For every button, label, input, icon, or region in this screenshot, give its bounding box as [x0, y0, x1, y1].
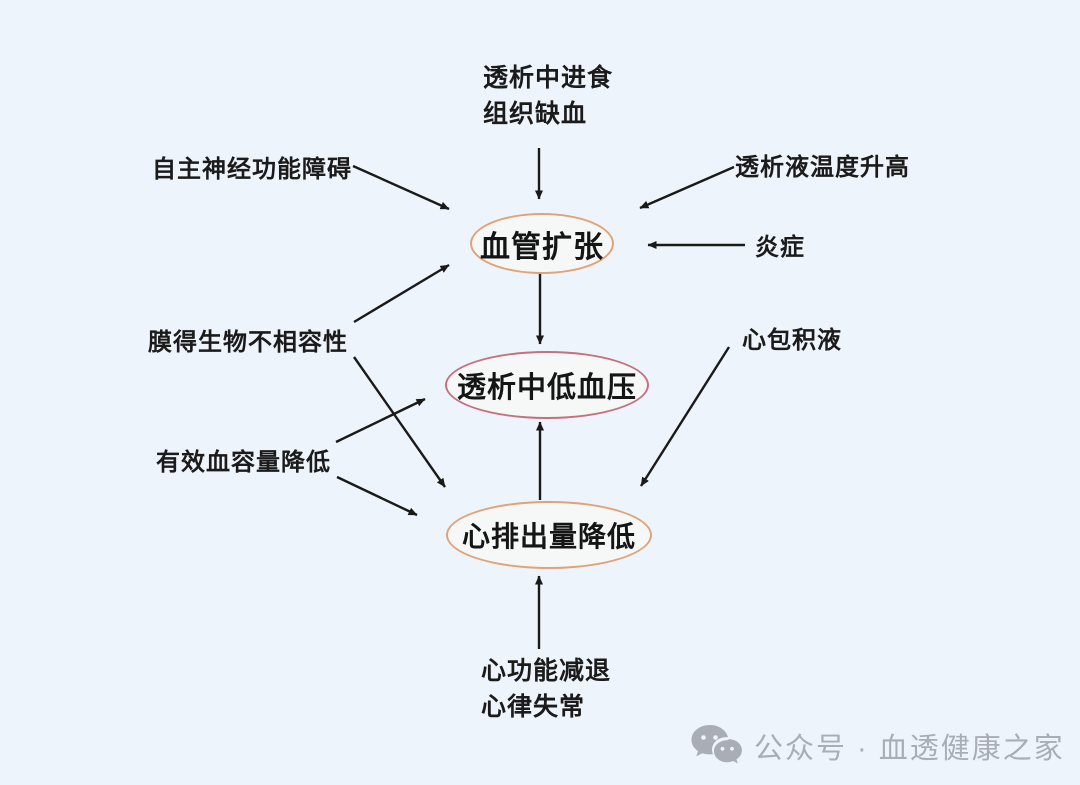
- node-blood-volume-decrease: 有效血容量降低: [156, 449, 331, 476]
- node-autonomic-dysfunction: 自主神经功能障碍: [152, 156, 352, 183]
- arrow-blood-volume-to-cardiac-output: [336, 475, 418, 517]
- node-cardiac-line2: 心律失常: [481, 693, 586, 722]
- watermark: 公众号 · 血透健康之家: [690, 723, 1065, 769]
- arrow-pericardial-to-cardiac-output: [639, 346, 731, 487]
- arrow-dialysate-temp-to-vasodilation: [639, 165, 735, 210]
- node-vasodilation: 血管扩张: [470, 213, 614, 274]
- node-eating-line1: 透析中进食: [483, 64, 614, 92]
- node-eating-ischemia: 透析中进食 组织缺血: [483, 60, 613, 133]
- node-hypotension: 透析中低血压: [445, 351, 649, 419]
- node-inflammation: 炎症: [755, 234, 805, 261]
- arrow-membrane-to-cardiac-output: [353, 356, 446, 488]
- node-pericardial-effusion: 心包积液: [742, 327, 842, 354]
- arrow-membrane-to-vasodilation: [353, 263, 450, 324]
- node-membrane-incompatibility: 膜得生物不相容性: [148, 329, 348, 356]
- node-cardiac-line1: 心功能减退: [481, 657, 612, 685]
- wechat-icon: [691, 725, 742, 764]
- arrow-blood-volume-to-hypotension: [335, 397, 426, 444]
- node-cardiac-output: 心排出量降低: [446, 501, 652, 569]
- node-dialysate-temperature: 透析液温度升高: [735, 154, 910, 181]
- arrow-autonomic-to-vasodilation: [352, 164, 450, 211]
- node-eating-line2: 组织缺血: [483, 100, 588, 129]
- watermark-text: 公众号 · 血透健康之家: [754, 733, 1065, 765]
- node-cardiac-dysfunction: 心功能减退 心律失常: [481, 653, 611, 726]
